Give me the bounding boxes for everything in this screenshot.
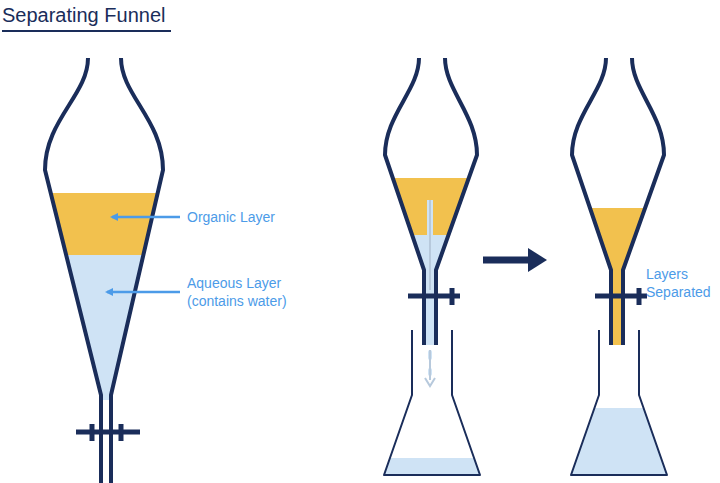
funnel-glass xyxy=(45,58,163,483)
liquid-layers xyxy=(370,178,490,355)
funnel-glass xyxy=(385,58,477,345)
layer-label: Layers Separated xyxy=(646,265,711,301)
leader-arrow xyxy=(107,291,180,294)
stopcock xyxy=(595,288,647,305)
process-arrow xyxy=(483,248,547,272)
diagram-title: Separating Funnel xyxy=(2,4,171,32)
conical-flask xyxy=(571,330,667,475)
flow-stream xyxy=(425,200,435,386)
layer-label: Aqueous Layer (contains water) xyxy=(187,274,305,310)
layer-label: Organic Layer xyxy=(187,208,275,226)
stopcock xyxy=(76,424,140,441)
stopcock xyxy=(408,288,460,305)
leader-arrow xyxy=(112,216,180,219)
conical-flask xyxy=(384,330,480,475)
liquid-layers xyxy=(0,193,200,400)
funnel-glass xyxy=(572,58,664,345)
